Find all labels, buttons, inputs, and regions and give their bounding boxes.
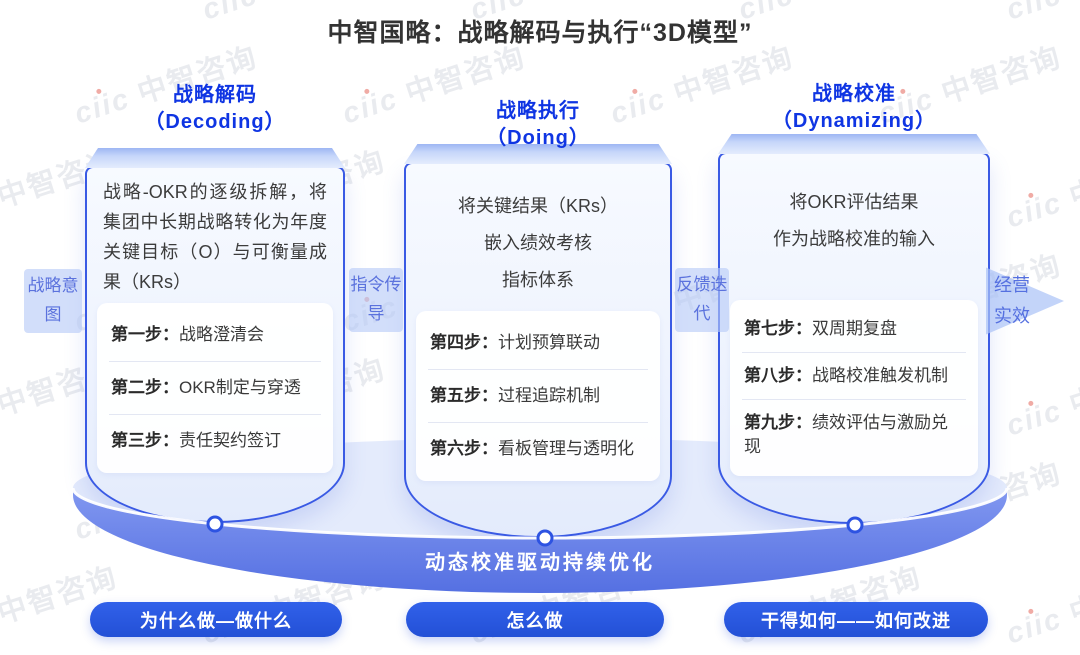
platter-band-label: 动态校准驱动持续优化 bbox=[425, 552, 655, 574]
step-label: 第一步： bbox=[111, 325, 179, 344]
steps-panel: 第一步：战略澄清会 第二步：OKR制定与穿透 第三步：责任契约签订 bbox=[97, 303, 333, 473]
card-description: 将关键结果（KRs） 嵌入绩效考核 指标体系 bbox=[457, 196, 618, 290]
pill-review-improve: 干得如何——如何改进 bbox=[724, 602, 988, 637]
step-label: 第五步： bbox=[430, 386, 498, 405]
business-results-label: 经营实效 bbox=[994, 275, 1030, 326]
step-text: 战略校准触发机制 bbox=[812, 366, 948, 385]
step-label: 第八步： bbox=[744, 366, 812, 385]
step-label: 第九步： bbox=[744, 413, 812, 432]
step-label: 第四步： bbox=[430, 333, 498, 352]
step-text: 看板管理与透明化 bbox=[498, 439, 634, 458]
connector-label-command-transmission: 指令传导 bbox=[349, 268, 403, 332]
decoding-card: 战略-OKR的逐级拆解，将集团中长期战略转化为年度关键目标（O）与可衡量成果（K… bbox=[85, 148, 345, 523]
step-label: 第六步： bbox=[430, 439, 498, 458]
step-label: 第二步： bbox=[111, 378, 179, 397]
column-header-doing: 战略执行 （Doing） bbox=[404, 98, 672, 152]
column-subtitle: （Dynamizing） bbox=[771, 110, 937, 132]
pill-how: 怎么做 bbox=[406, 602, 664, 637]
column-title: 战略校准 bbox=[812, 83, 896, 105]
doing-card: 将关键结果（KRs） 嵌入绩效考核 指标体系 第四步：计划预算联动 第五步：过程… bbox=[404, 144, 672, 538]
step-text: 绩效评估与激励兑现 bbox=[744, 413, 948, 456]
step-row: 第四步：计划预算联动 bbox=[428, 317, 648, 369]
pill-why-what: 为什么做—做什么 bbox=[90, 602, 342, 637]
strategic-intent-label: 战略意图 bbox=[24, 269, 82, 333]
step-row: 第九步：绩效评估与激励兑现 bbox=[742, 399, 966, 470]
column-header-decoding: 战略解码 （Decoding） bbox=[85, 82, 345, 136]
dynamizing-card: 将OKR评估结果 作为战略校准的输入 第七步：双周期复盘 第八步：战略校准触发机… bbox=[718, 134, 990, 524]
step-row: 第一步：战略澄清会 bbox=[109, 309, 321, 361]
step-row: 第七步：双周期复盘 bbox=[742, 306, 966, 352]
steps-panel: 第七步：双周期复盘 第八步：战略校准触发机制 第九步：绩效评估与激励兑现 bbox=[730, 300, 978, 476]
step-text: OKR制定与穿透 bbox=[179, 378, 301, 397]
step-label: 第三步： bbox=[111, 431, 179, 450]
step-row: 第五步：过程追踪机制 bbox=[428, 369, 648, 422]
step-text: 责任契约签订 bbox=[179, 431, 281, 450]
step-text: 过程追踪机制 bbox=[498, 386, 600, 405]
column-title: 战略解码 bbox=[173, 84, 257, 106]
connector-label-feedback-iteration: 反馈迭代 bbox=[675, 268, 729, 332]
page-title: 中智国略：战略解码与执行“3D模型” bbox=[327, 19, 753, 47]
step-text: 战略澄清会 bbox=[179, 325, 264, 344]
column-subtitle: （Decoding） bbox=[144, 111, 286, 133]
card-description: 将OKR评估结果 作为战略校准的输入 bbox=[773, 192, 935, 249]
step-text: 计划预算联动 bbox=[498, 333, 600, 352]
card-top-face bbox=[404, 144, 672, 164]
card-top-face bbox=[85, 148, 345, 168]
card-top-face bbox=[718, 134, 990, 154]
column-header-dynamizing: 战略校准 （Dynamizing） bbox=[718, 81, 990, 135]
step-label: 第七步： bbox=[744, 319, 812, 338]
step-row: 第六步：看板管理与透明化 bbox=[428, 422, 648, 475]
step-row: 第八步：战略校准触发机制 bbox=[742, 352, 966, 399]
step-text: 双周期复盘 bbox=[812, 319, 897, 338]
column-subtitle: （Doing） bbox=[486, 127, 590, 149]
card-description: 战略-OKR的逐级拆解，将集团中长期战略转化为年度关键目标（O）与可衡量成果（K… bbox=[103, 182, 327, 292]
steps-panel: 第四步：计划预算联动 第五步：过程追踪机制 第六步：看板管理与透明化 bbox=[416, 311, 660, 481]
step-row: 第二步：OKR制定与穿透 bbox=[109, 361, 321, 414]
step-row: 第三步：责任契约签订 bbox=[109, 414, 321, 467]
column-title: 战略执行 bbox=[496, 100, 580, 122]
